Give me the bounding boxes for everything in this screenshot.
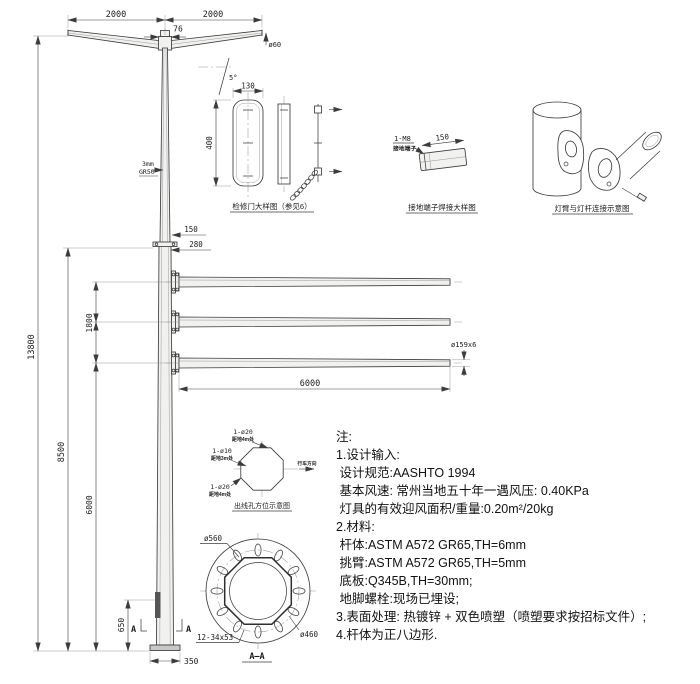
elevation-view: 2000 2000 76 ø60 5° 3mm GR50 xyxy=(27,10,476,666)
dim-arm-length: 6000 xyxy=(300,379,320,389)
flange-labels: ø560 ø460 12-34x53 xyxy=(196,534,319,643)
door-detail-view: 130 400 xyxy=(205,82,343,213)
dim-joint-width: 280 xyxy=(189,240,203,249)
note-line: 基本风速: 常州当地五十年一遇风压: 0.40KPa xyxy=(336,484,589,498)
direction-label: 行车方向 xyxy=(296,460,316,467)
dim-joint-overlap: 150 xyxy=(184,225,198,234)
grounding-bolt-body: 150 xyxy=(418,132,468,171)
tip-dia-text: ø60 xyxy=(269,41,282,49)
tilt-angle-symbol: 5° xyxy=(198,57,237,96)
wall-label-1: 3mm xyxy=(142,160,154,168)
dim-lower-section: 6000 xyxy=(85,495,94,514)
dim-door-width: 130 xyxy=(241,82,255,91)
pole-access-door xyxy=(155,592,161,618)
note-line: 4.杆体为正八边形. xyxy=(336,628,438,642)
hole-left-label: 1-ø10 xyxy=(212,447,232,455)
left-dimensions: 13800 8500 1800 6000 650 xyxy=(27,35,178,652)
note-line: 注: xyxy=(336,430,352,444)
slot-label: 12-34x53 xyxy=(197,633,233,642)
note-line: 设计规范:AASHTO 1994 xyxy=(336,466,476,480)
octagon-detail-view: 1-ø20 距地4m处 1-ø10 距地3m处 1-ø20 距地4m处 行车方向… xyxy=(209,428,317,512)
signal-arms xyxy=(166,270,462,375)
section-cut-marks: A A xyxy=(131,619,191,635)
arm-pipe-label: ø159x6 xyxy=(451,341,476,349)
top-span-dimension: 2000 2000 xyxy=(67,10,263,35)
tilt-angle-text: 5° xyxy=(229,74,237,82)
dim-arm-right: 2000 xyxy=(203,10,223,20)
grounding-length-dim: 150 xyxy=(435,132,450,143)
arm-tube-3d xyxy=(615,131,662,180)
pole-section-octagon xyxy=(223,556,293,626)
hole-top-label: 1-ø20 xyxy=(233,428,253,436)
wall-thickness-label: 3mm GR50 xyxy=(139,160,164,177)
wall-label-2: GR50 xyxy=(139,168,155,176)
top-width-dimension: 76 xyxy=(144,25,186,40)
section-mark-right: A xyxy=(186,625,191,635)
note-line: 灯具的有效迎风面积/重量:0.20m²/20kg xyxy=(336,502,554,516)
flange-outer-circle xyxy=(205,538,311,644)
pole-octagon-section xyxy=(240,447,284,491)
base-width-dimension: 350 xyxy=(149,652,199,666)
dim-base-width: 350 xyxy=(184,657,199,666)
dim-arm-left: 2000 xyxy=(106,10,126,20)
note-line: 3.表面处理: 热镀锌 + 双色喷塑（喷塑要求按招标文件）; xyxy=(336,610,647,624)
section-title: A—A xyxy=(249,652,264,662)
clamp-half-on-arm xyxy=(587,147,621,191)
bolt-circle xyxy=(216,549,300,633)
note-line: 底板:Q345B,TH=30mm; xyxy=(336,574,473,588)
dim-arm-spacing: 1800 xyxy=(85,313,94,332)
clamp-half-on-pole xyxy=(557,130,585,175)
pole-upper-section xyxy=(159,47,171,244)
door-detail-caption: 检修门大样图（参见6） xyxy=(232,201,311,211)
section-mark-left: A xyxy=(131,625,136,635)
octagon-caption: 出线孔方位示意图 xyxy=(234,501,290,510)
dim-upper-section: 8500 xyxy=(57,442,67,462)
door-side-view xyxy=(277,96,291,192)
flange-outer-dim: ø560 xyxy=(204,534,223,543)
octagon-labels: 1-ø20 距地4m处 1-ø10 距地3m处 1-ø20 距地4m处 行车方向 xyxy=(209,428,317,498)
note-line: 1.设计输入: xyxy=(336,448,400,462)
grounding-bolt-label: 1-M8 xyxy=(394,135,411,143)
dim-door-detail-height: 400 xyxy=(205,136,214,150)
pole-inner-circle xyxy=(229,562,287,620)
note-line: 杆体:ASTM A572 GR65,TH=6mm xyxy=(336,538,526,552)
door-width-dimension: 130 xyxy=(232,82,264,98)
note-line: 挑臂:ASTM A572 GR65,TH=5mm xyxy=(336,556,526,570)
arm-middle xyxy=(166,310,462,334)
hole-left-note: 距地3m处 xyxy=(211,455,234,462)
hole-bottom-note: 距地4m处 xyxy=(209,491,232,498)
dim-total-height: 13800 xyxy=(27,334,37,360)
flange-detail-view: ø560 ø460 12-34x53 A—A xyxy=(196,533,319,663)
base-plate xyxy=(149,644,181,651)
clamp-caption: 灯臂与灯杆连接示意图 xyxy=(555,203,630,213)
dim-top-width: 76 xyxy=(173,25,183,34)
bolt-circle-dim: ø460 xyxy=(300,630,319,639)
grounding-detail-view: 1-M8 接地端子 150 接地端子焊接大样图 xyxy=(393,132,478,214)
arm-pipe-dimension: ø159x6 xyxy=(451,341,476,376)
clamp-detail-view: 灯臂与灯杆连接示意图 xyxy=(532,101,662,215)
arm-bottom xyxy=(166,351,462,375)
tip-diameter-label: ø60 xyxy=(263,32,282,49)
clamp-bolt-callout xyxy=(621,187,648,202)
door-height-dimension: 400 xyxy=(205,99,231,187)
arm-top xyxy=(166,270,462,294)
grounding-bolt-note: 接地端子 xyxy=(393,145,416,153)
hole-top-note: 距地4m处 xyxy=(232,436,255,443)
note-line: 2.材料: xyxy=(336,520,375,534)
dim-door-height: 650 xyxy=(117,618,126,633)
grounding-caption: 接地端子焊接大样图 xyxy=(408,202,476,212)
hole-bottom-label: 1-ø20 xyxy=(210,483,230,491)
y-arm-left xyxy=(67,30,164,50)
note-line: 地脚螺栓:现场已埋设; xyxy=(336,592,459,606)
door-chain-assembly xyxy=(290,104,343,201)
pole-lower-section xyxy=(156,246,174,646)
notes-block: 注: 1.设计输入: 设计规范:AASHTO 1994 基本风速: 常州当地五十… xyxy=(336,428,646,644)
arm-length-dimension: 6000 xyxy=(178,367,451,392)
